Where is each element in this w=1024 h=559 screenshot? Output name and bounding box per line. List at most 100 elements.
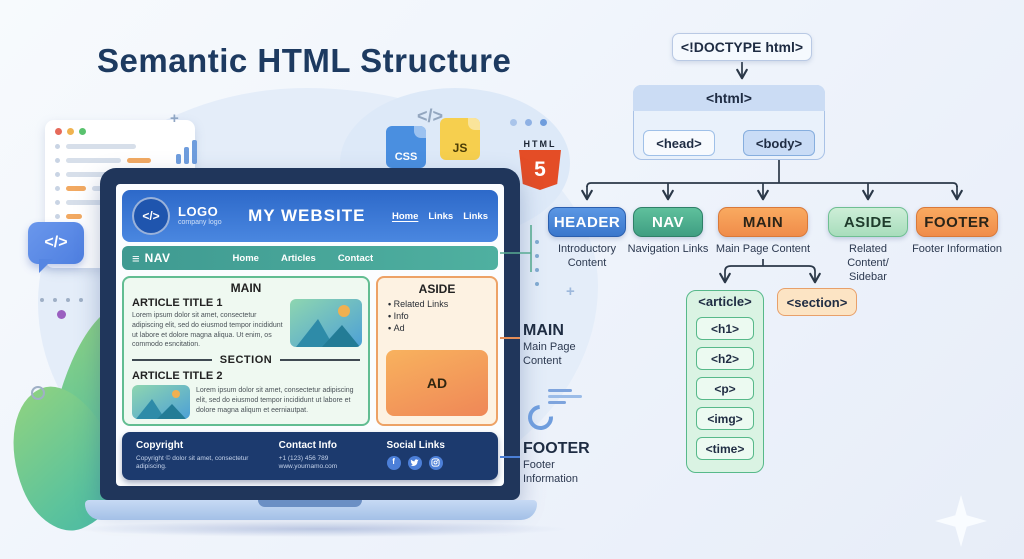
callout-main-label: MAIN [523,322,564,339]
ad-box: AD [386,350,488,416]
nav-link-home: Home [232,252,259,264]
tree-node-h1: <h1> [696,317,754,340]
site-header: </> LOGO company logo MY WEBSITE Home Li… [122,190,498,242]
html5-word: HTML [523,139,557,149]
aside-list: Related Links Info Ad [388,299,496,333]
aside-item: Info [388,311,496,321]
callout-footer: FOOTER Footer Information [523,440,607,487]
site-logo-icon: </> [132,197,170,235]
bar-chart-icon [176,140,197,164]
header-links: Home Links Links [392,211,488,222]
site-aside-region: ASIDE Related Links Info Ad AD [376,276,498,426]
css-label: CSS [394,151,418,163]
logo-code-glyph: </> [142,209,160,223]
aside-item: Related Links [388,299,496,309]
tree-node-body: <body> [743,130,815,156]
nav-link-articles: Articles [280,252,316,264]
tree-node-img: <img> [696,407,754,430]
tree-desc-aside: Related Content/ Sidebar [847,243,889,283]
tree-node-html: <html> [633,85,825,111]
code-line [55,144,185,149]
callout-footer-sub: Footer Information [523,459,579,486]
code-glyph: </> [44,234,68,251]
code-line [55,158,185,163]
tree-desc-header: Introductory Content [557,243,617,269]
section-title: SECTION [219,354,273,366]
instagram-icon [428,455,443,470]
facebook-icon: f [386,455,401,470]
footer-copyright-text: Copyright © dolor sit amet, consectetur … [136,454,249,471]
dots-decoration [510,119,547,126]
footer-phone: +1 (123) 456 789 [278,454,329,462]
code-line [55,214,185,219]
callout-main: MAIN Main Page Content [523,322,601,369]
tree-node-p: <p> [696,377,754,400]
tree-node-aside: ASIDE [828,207,908,237]
laptop-base [85,500,537,520]
twitter-icon [407,455,422,470]
dotted-line-decoration [40,298,83,302]
article1-image [290,299,362,347]
dotted-column-decoration [535,240,539,286]
window-controls-icon [55,128,185,135]
tree-node-header: HEADER [548,207,626,237]
callout-main-sub: Main Page Content [523,341,576,368]
aside-item: Ad [388,323,496,333]
laptop-notch [258,500,362,507]
callout-footer-label: FOOTER [523,440,590,457]
nav-label: NAV [144,251,171,265]
footer-website: www.yournamo.com [278,463,338,471]
folded-corner [468,118,480,130]
hamburger-icon: ≡ [132,250,140,266]
sparkle-decoration [935,495,987,547]
header-link-home: Home [391,210,419,222]
site-nav: ≡ NAV Home Articles Contact [122,246,498,270]
tree-desc-footer: Footer Information [912,243,1002,255]
site-main-region: MAIN ARTICLE TITLE 1 Lorem ipsum dolor s… [122,276,370,426]
main-region-title: MAIN [230,281,262,295]
plus-icon: + [170,110,179,127]
dashes-decoration [548,386,586,407]
footer-copyright-title: Copyright [136,440,184,451]
tree-node-footer: FOOTER [916,207,998,237]
tree-desc-main: Main Page Content [715,243,811,255]
tree-node-head: <head> [643,130,715,156]
tree-node-time: <time> [696,437,754,460]
nav-link-contact: Contact [337,252,374,264]
tree-node-article: <article> [698,294,752,309]
html5-logo: HTML 5 [517,139,563,190]
section-divider: SECTION [132,354,360,366]
footer-social-title: Social Links [386,440,445,451]
page-title: Semantic HTML Structure [97,42,512,79]
js-file-icon: JS [440,118,480,160]
code-bubble-icon: </> [28,222,84,273]
logo-text: LOGO [178,204,219,219]
tree-node-h2: <h2> [696,347,754,370]
js-label: JS [452,141,468,155]
laptop-shadow [70,521,570,537]
plus-icon: + [566,283,575,300]
tree-node-section: <section> [777,288,857,316]
tree-desc-nav: Navigation Links [627,243,709,255]
css-file-icon: CSS [386,126,426,168]
ad-label: AD [426,375,448,391]
article2-title: ARTICLE TITLE 2 [132,370,223,382]
code-line [55,200,185,205]
tree-node-doctype: <!DOCTYPE html> [672,33,812,61]
article1-text: Lorem ipsum dolor sit amet, consectetur … [132,312,283,349]
footer-contact-title: Contact Info [278,440,337,451]
site-footer-region: Copyright Copyright © dolor sit amet, co… [122,432,498,480]
tree-node-nav: NAV [633,207,703,237]
tree-node-main: MAIN [718,207,808,237]
article2-text: Lorem ipsum dolor sit amet, consectetur … [196,387,354,414]
html5-shield-icon: 5 [519,150,561,190]
header-link: Links [463,210,488,222]
html5-number: 5 [534,158,546,181]
ring-decoration [31,386,45,400]
code-tag-icon: </> [417,106,444,126]
logo-subtext: company logo [178,219,222,227]
aside-region-title: ASIDE [418,282,456,296]
article1-title: ARTICLE TITLE 1 [132,297,223,309]
laptop-screen: </> LOGO company logo MY WEBSITE Home Li… [116,184,504,486]
